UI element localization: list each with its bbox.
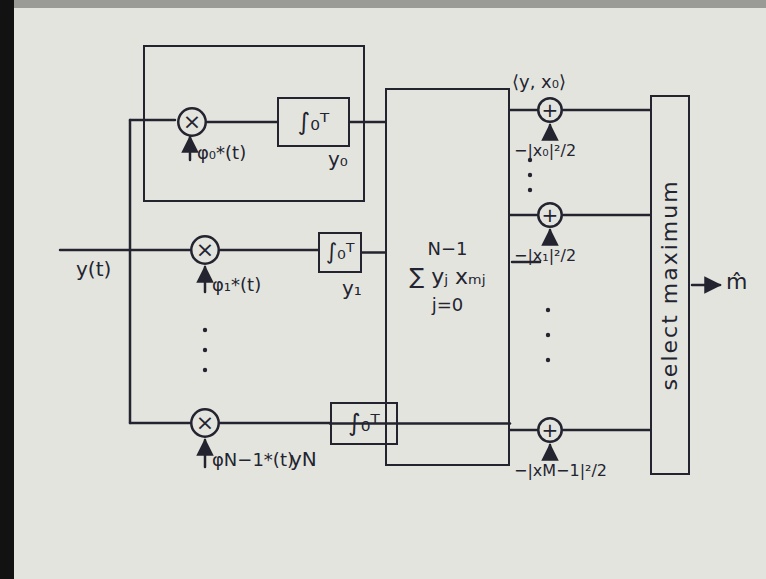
signal-wire: [510, 109, 537, 112]
input-signal-name: y(t): [76, 258, 111, 280]
signal-label: y₁: [342, 277, 362, 299]
signal-wire: [510, 429, 537, 432]
ellipsis-dot: [528, 188, 532, 192]
multiplier-circle: ×: [177, 107, 207, 137]
bias-arrow: [549, 445, 552, 459]
operator-symbol: ×: [183, 110, 201, 134]
sum-expression: ∑ yⱼ xₘⱼ: [409, 265, 485, 289]
correlation-sum-box: N−1 ∑ yⱼ xₘⱼ j=0: [385, 88, 510, 466]
integral-symbol: ∫₀ᵀ: [326, 240, 355, 264]
branch-wire: [130, 422, 190, 425]
signal-label: yN: [290, 448, 317, 470]
decision-arrow: [692, 284, 720, 287]
operator-symbol: ×: [196, 411, 214, 435]
operator-symbol: ×: [196, 238, 214, 262]
operator-symbol: +: [542, 204, 559, 226]
signal-wire: [350, 121, 385, 124]
ellipsis-dot: [528, 173, 532, 177]
correlator-group: φ₀*(t) × ∫₀ᵀ: [143, 45, 365, 202]
operator-symbol: +: [542, 99, 559, 121]
integrator-box: ∫₀ᵀ: [277, 97, 350, 147]
reference-signal-name: φ₁*(t): [212, 275, 261, 295]
integral-symbol: ∫₀ᵀ: [348, 410, 379, 436]
board-top-edge: [0, 0, 766, 8]
bias-arrow: [549, 230, 552, 244]
branch-wire: [130, 119, 175, 122]
integrator-box: ∫₀ᵀ: [318, 232, 362, 273]
decision-output: m̂: [726, 270, 747, 294]
bias-arrow: [549, 125, 552, 139]
signal-wire: [563, 109, 650, 112]
ellipsis-dot: [203, 368, 207, 372]
board-left-edge: [0, 0, 14, 579]
adder-circle: +: [537, 202, 563, 228]
signal-wire: [220, 249, 318, 252]
ellipsis-dot: [203, 348, 207, 352]
input-bus: [129, 120, 132, 423]
signal-wire: [510, 214, 537, 217]
operator-symbol: +: [542, 419, 559, 441]
select-maximum-box: select maximum: [650, 95, 690, 475]
adder-circle: +: [537, 97, 563, 123]
signal-label: y₀: [328, 148, 348, 170]
sum-expression: j=0: [432, 295, 464, 315]
sum-expression: N−1: [428, 239, 468, 259]
signal-label: ⟨y, x₀⟩: [512, 72, 566, 92]
signal-wire: [563, 429, 650, 432]
reference-signal-name: φN−1*(t): [212, 450, 294, 470]
integral-symbol: ∫₀ᵀ: [298, 109, 329, 135]
input-wire: [60, 249, 130, 252]
reference-arrow: [204, 440, 207, 467]
energy-bias-term: −|x₀|²/2: [514, 142, 576, 160]
signal-wire: [563, 214, 650, 217]
energy-bias-term: −|xM−1|²/2: [514, 462, 607, 480]
ellipsis-dot: [546, 333, 550, 337]
signal-wire: [220, 422, 330, 425]
reference-signal-name: φ₀*(t): [197, 143, 246, 163]
reference-arrow: [204, 267, 207, 292]
adder-circle: +: [537, 417, 563, 443]
reference-arrow: [189, 137, 192, 160]
integrator-box: ∫₀ᵀ: [330, 402, 398, 445]
multiplier-circle: ×: [190, 408, 220, 438]
energy-bias-term: −|x₁|²/2: [514, 247, 576, 265]
ellipsis-dot: [203, 328, 207, 332]
ellipsis-dot: [546, 358, 550, 362]
signal-wire: [207, 121, 277, 124]
signal-wire: [362, 251, 385, 254]
ellipsis-dot: [546, 308, 550, 312]
branch-wire: [130, 249, 190, 252]
multiplier-circle: ×: [190, 235, 220, 265]
select-maximum-text: select maximum: [658, 179, 682, 390]
